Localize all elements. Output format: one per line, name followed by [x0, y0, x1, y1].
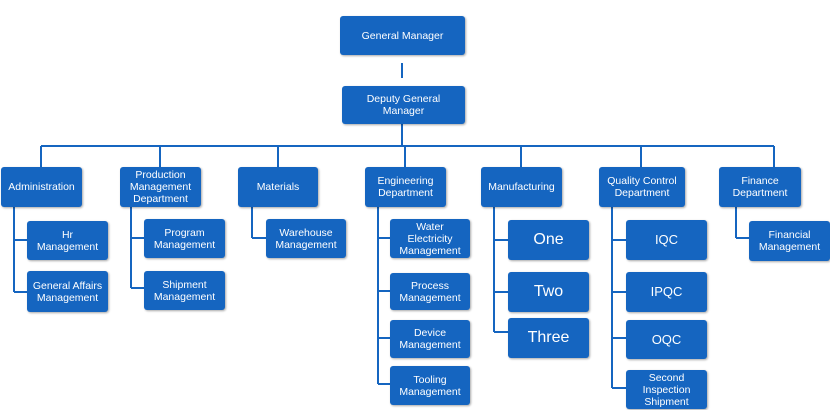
production-management-node: Production Management Department [120, 167, 201, 207]
engineering-department-node: Engineering Department [365, 167, 446, 207]
manufacturing-three-node: Three [508, 318, 589, 358]
financial-management-node: Financial Management [749, 221, 830, 261]
general-affairs-management-node: General Affairs Management [27, 271, 108, 312]
device-management-node: Device Management [390, 320, 470, 358]
ipqc-node: IPQC [626, 272, 707, 312]
tooling-management-node: Tooling Management [390, 366, 470, 405]
finance-department-node: Finance Department [719, 167, 801, 207]
manufacturing-two-node: Two [508, 272, 589, 312]
iqc-node: IQC [626, 220, 707, 260]
water-electricity-management-node: Water Electricity Management [390, 219, 470, 258]
second-inspection-shipment-node: Second Inspection Shipment [626, 370, 707, 409]
hr-management-node: Hr Management [27, 221, 108, 260]
warehouse-management-node: Warehouse Management [266, 219, 346, 258]
materials-node: Materials [238, 167, 318, 207]
manufacturing-node: Manufacturing [481, 167, 562, 207]
oqc-node: OQC [626, 320, 707, 359]
quality-control-node: Quality Control Department [599, 167, 685, 207]
deputy-general-manager-node: Deputy General Manager [342, 86, 465, 124]
shipment-management-node: Shipment Management [144, 271, 225, 310]
general-manager-node: General Manager [340, 16, 465, 55]
manufacturing-one-node: One [508, 220, 589, 260]
program-management-node: Program Management [144, 219, 225, 258]
process-management-node: Process Management [390, 273, 470, 310]
administration-node: Administration [1, 167, 82, 207]
